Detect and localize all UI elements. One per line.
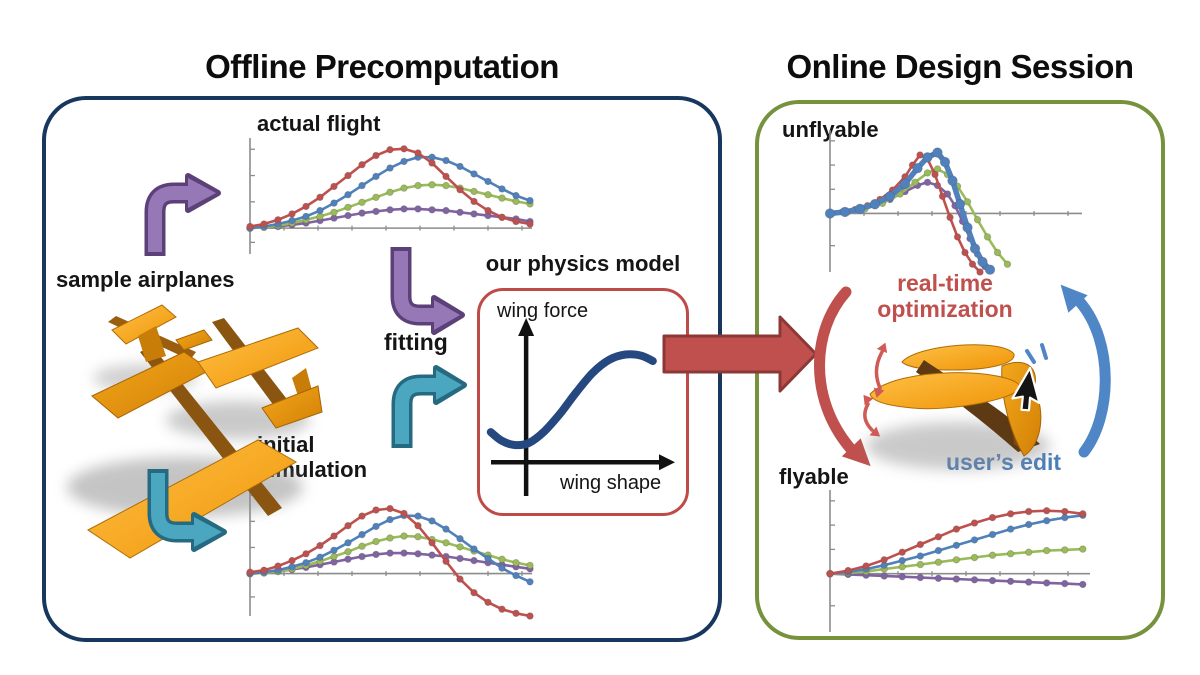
initial-simulation-line2: simulation (257, 456, 368, 482)
initial-simulation-chart (244, 484, 534, 620)
wing-force-label: wing force (497, 300, 589, 322)
offline-title: Offline Precomputation (205, 48, 559, 85)
unflyable-chart (824, 130, 1084, 276)
physics-model-title: our physics model (485, 251, 681, 276)
actual-flight-label: actual flight (257, 111, 381, 136)
realtime-optimization-label: real-time optimization (834, 270, 1056, 323)
flyable-label: flyable (779, 464, 849, 489)
initial-simulation-line1: initial (257, 432, 315, 457)
physics-model-box (477, 288, 689, 516)
online-title: Online Design Session (786, 48, 1134, 85)
physics-model-chart (486, 318, 675, 500)
flyable-chart (824, 490, 1092, 632)
users-edit-label: user’s edit (946, 449, 1062, 475)
wing-shape-label: wing shape (560, 472, 662, 494)
actual-flight-chart (244, 138, 534, 254)
initial-simulation-label: initial simulation (257, 432, 368, 482)
realtime-line2: optimization (877, 296, 1013, 323)
realtime-line1: real-time (897, 270, 993, 296)
sample-airplanes-label: sample airplanes (56, 267, 235, 292)
fitting-label: fitting (384, 329, 448, 355)
